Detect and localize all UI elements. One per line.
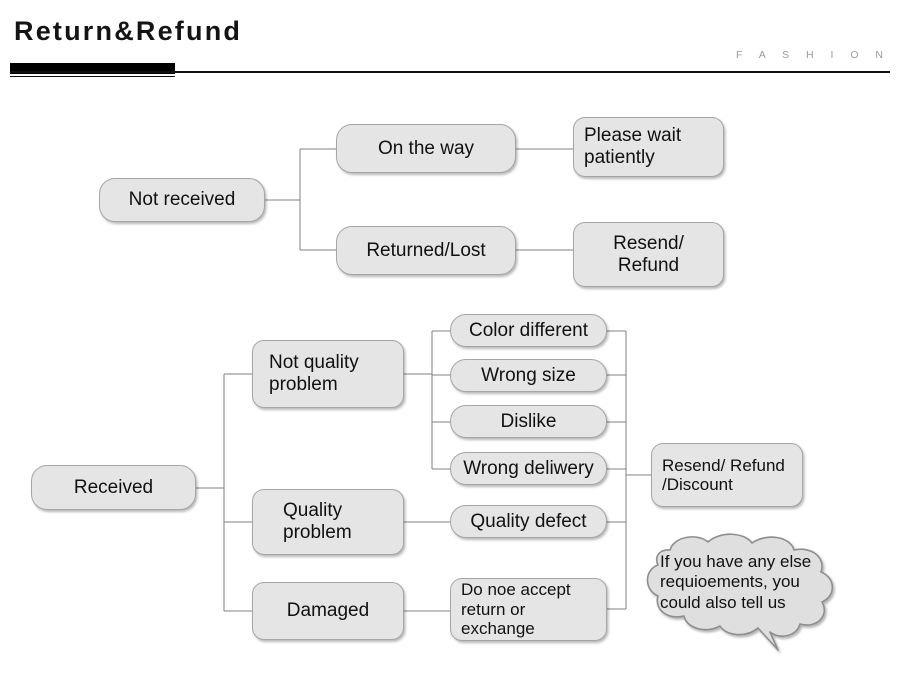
node-wrong-deliwery[interactable]: Wrong deliwery bbox=[450, 452, 607, 485]
node-resend-refund[interactable]: Resend/ Refund bbox=[573, 222, 724, 287]
node-please-wait-patiently[interactable]: Please wait patiently bbox=[573, 117, 724, 177]
node-quality-problem[interactable]: Quality problem bbox=[252, 489, 404, 555]
page-title: Return&Refund bbox=[14, 16, 243, 46]
node-do-not-accept-return-or-exchange[interactable]: Do noe accept return or exchange bbox=[450, 578, 607, 641]
callout-text: If you have any else requioements, you c… bbox=[660, 552, 812, 612]
header-rule-secondary bbox=[10, 76, 175, 77]
node-dislike[interactable]: Dislike bbox=[450, 405, 607, 438]
node-returned-lost[interactable]: Returned/Lost bbox=[336, 226, 516, 275]
node-received[interactable]: Received bbox=[31, 465, 196, 510]
node-damaged[interactable]: Damaged bbox=[252, 582, 404, 640]
node-not-received[interactable]: Not received bbox=[99, 178, 265, 222]
brand-label: F A S H I O N bbox=[735, 49, 890, 61]
node-on-the-way[interactable]: On the way bbox=[336, 124, 516, 173]
node-color-different[interactable]: Color different bbox=[450, 314, 607, 347]
node-not-quality-problem[interactable]: Not quality problem bbox=[252, 340, 404, 408]
node-resend-refund-discount[interactable]: Resend/ Refund /Discount bbox=[651, 443, 803, 507]
header-rule bbox=[10, 71, 890, 73]
node-quality-defect[interactable]: Quality defect bbox=[450, 505, 607, 538]
callout-cloud-shape bbox=[646, 533, 834, 651]
callout-bubble[interactable]: If you have any else requioements, you c… bbox=[638, 530, 853, 655]
node-wrong-size[interactable]: Wrong size bbox=[450, 359, 607, 392]
header-accent-bar bbox=[10, 63, 175, 74]
